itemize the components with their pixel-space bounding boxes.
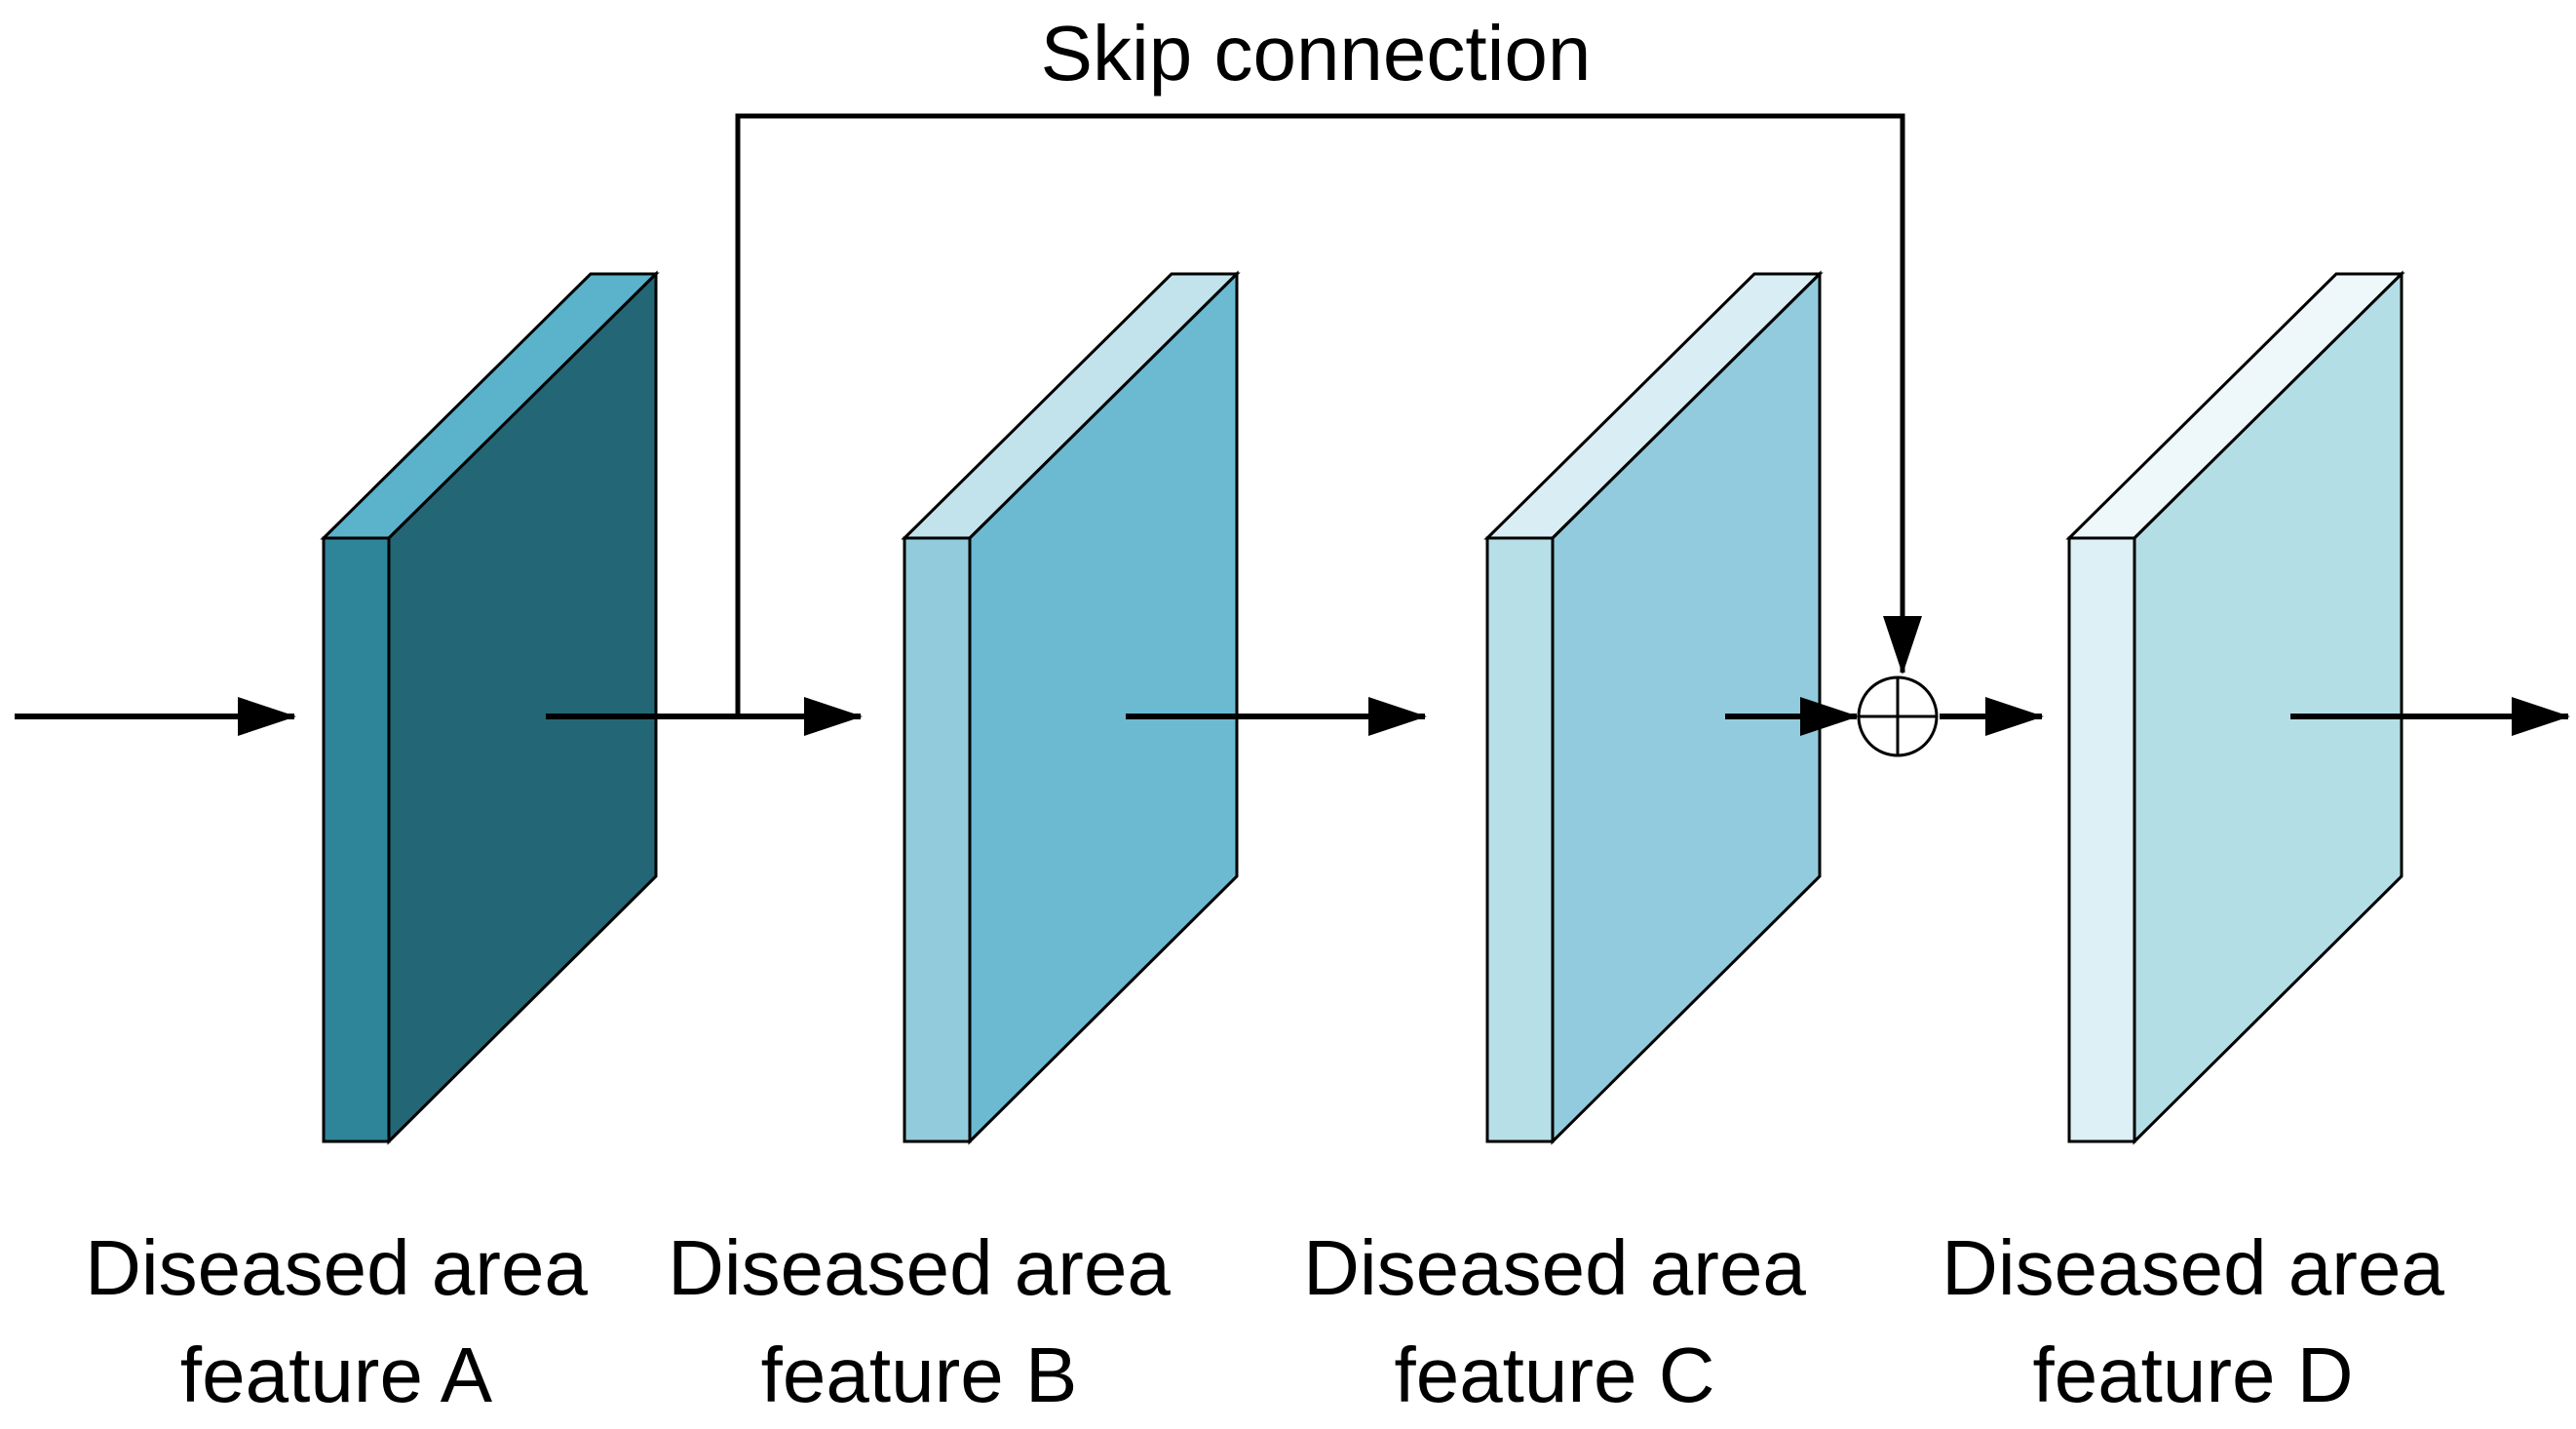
skip-connection-path (735, 113, 1922, 716)
layer-d-label-line1: Diseased area (1942, 1224, 2444, 1311)
layer-a-block (320, 270, 660, 1145)
layer-a-side (387, 270, 658, 1145)
layer-d-block (2065, 270, 2405, 1145)
layer-b-side (968, 270, 1239, 1145)
layer-c-label-line1: Diseased area (1303, 1224, 1806, 1311)
layer-b-label-line2: feature B (760, 1332, 1078, 1418)
layer-c-label: Diseased area feature C (1243, 1215, 1866, 1429)
layer-b-label-line1: Diseased area (668, 1224, 1171, 1311)
layer-d-side (2133, 270, 2403, 1145)
layer-d-front (2067, 536, 2136, 1143)
layer-d-label-line2: feature D (2032, 1332, 2354, 1418)
layer-c-side (1551, 270, 1822, 1145)
circled-plus-icon (1857, 676, 1939, 757)
layer-b-front (903, 536, 972, 1143)
layer-c-label-line2: feature C (1394, 1332, 1715, 1418)
layer-c-block (1483, 270, 1824, 1145)
layer-b-block (901, 270, 1241, 1145)
skip-connection-label: Skip connection (1040, 10, 1592, 97)
layer-a-label-line2: feature A (179, 1332, 493, 1418)
layer-a-label-line1: Diseased area (85, 1224, 588, 1311)
layer-a-label: Diseased area feature A (24, 1215, 648, 1429)
layer-c-front (1485, 536, 1555, 1143)
layer-a-front (322, 536, 391, 1143)
layer-b-label: Diseased area feature B (607, 1215, 1231, 1429)
layer-d-label: Diseased area feature D (1881, 1215, 2505, 1429)
